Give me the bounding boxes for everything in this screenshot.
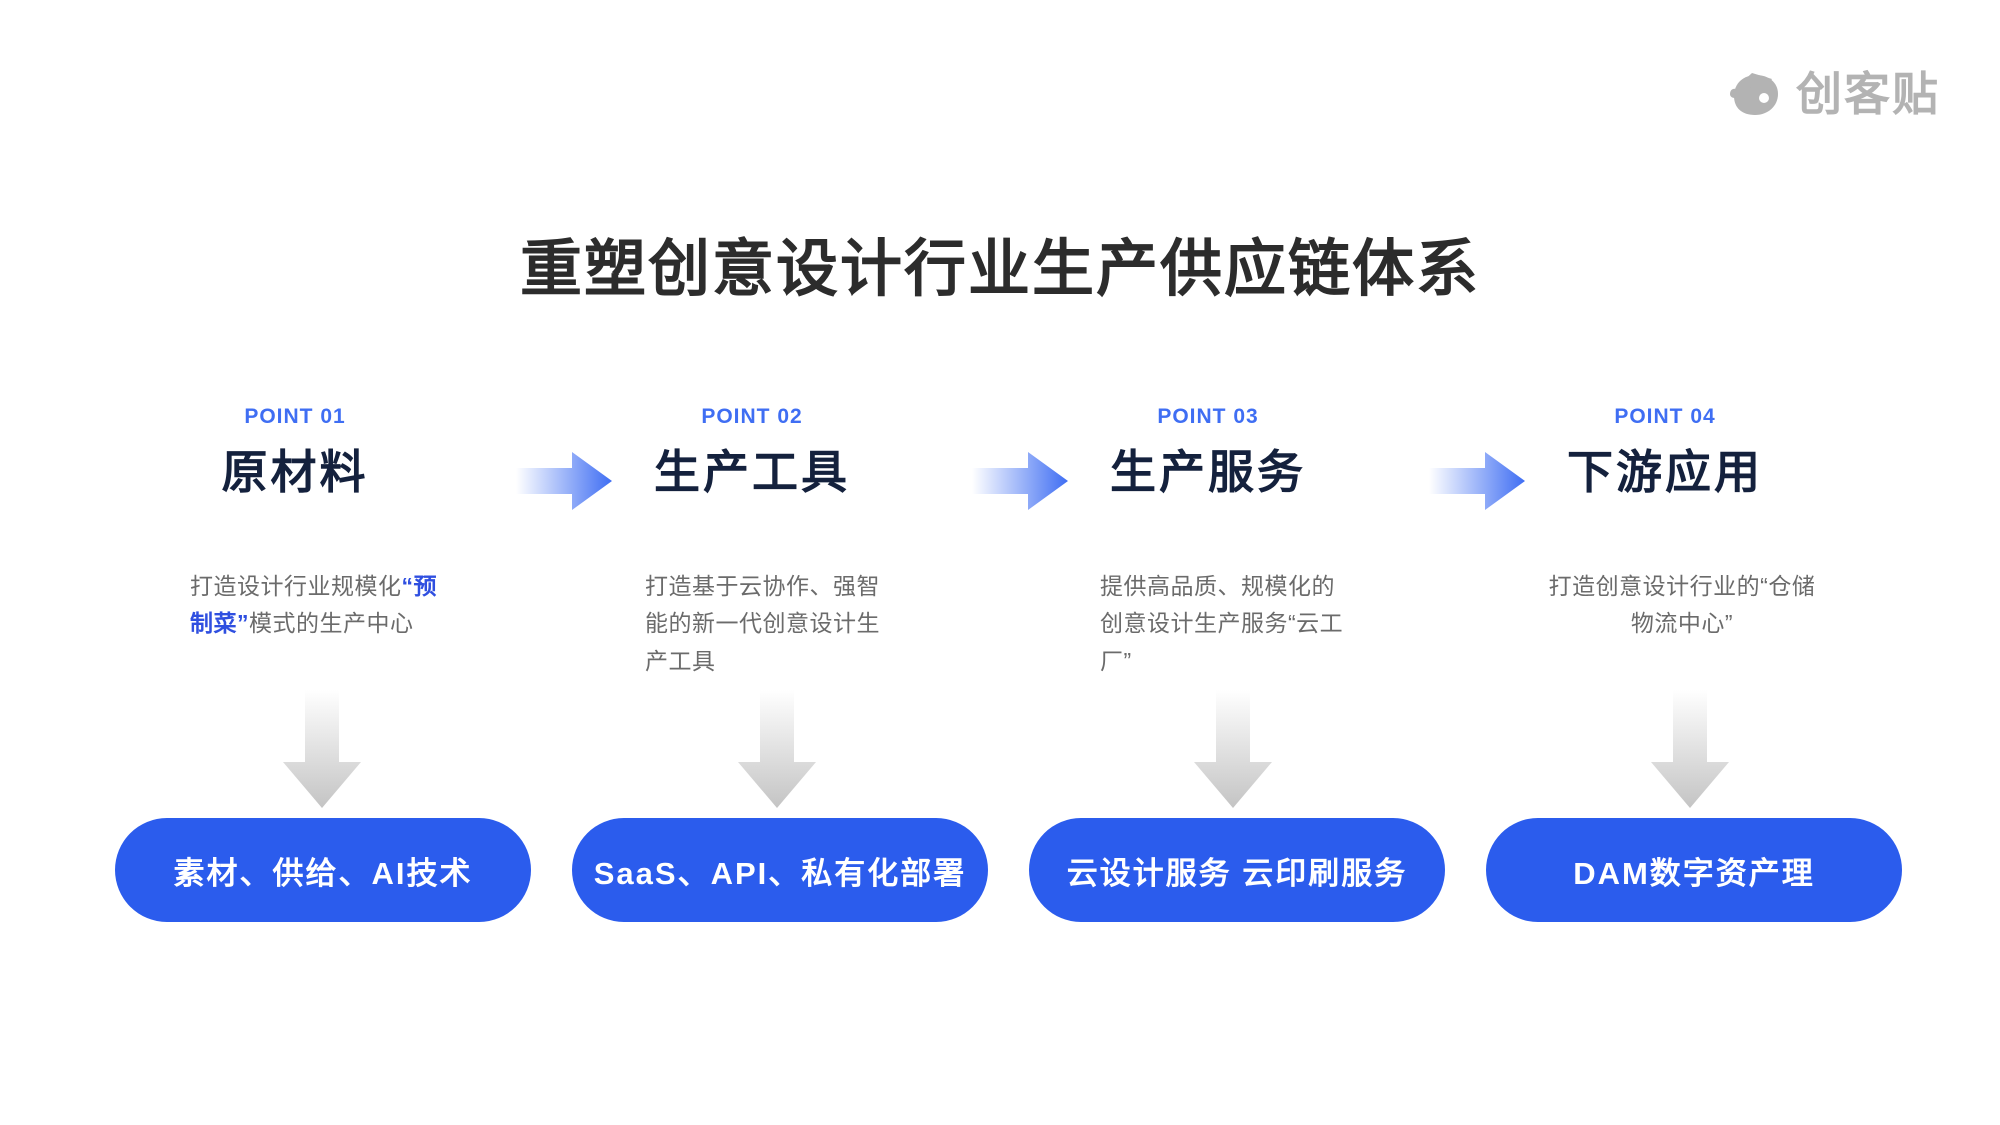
point-label-4: POINT 04 [1614, 405, 1716, 428]
column-heading-4: 下游应用 [1567, 446, 1763, 498]
desc-highlight: “预制菜” [190, 573, 437, 637]
column-description-1: 打造设计行业规模化“预制菜”模式的生产中心 [190, 568, 440, 643]
column-description-4: 打造创意设计行业的“仓储物流中心” [1548, 573, 1816, 637]
pill-button-3[interactable]: 云设计服务 云印刷服务 [1029, 818, 1445, 922]
arrow-right-icon [1429, 452, 1525, 510]
column-heading-1: 原材料 [221, 446, 369, 498]
chuangkit-logo-icon [1728, 70, 1782, 118]
desc-text-post: 模式的生产中心 [249, 610, 414, 637]
arrow-down-icon [283, 690, 361, 808]
column-header-4: POINT 04 下游应用 [1485, 406, 1845, 498]
page-title: 重塑创意设计行业生产供应链体系 [519, 235, 1480, 304]
column-header-3: POINT 03 生产服务 [1028, 406, 1388, 498]
brand-name: 创客贴 [1796, 68, 1940, 120]
point-label-3: POINT 03 [1157, 405, 1259, 428]
column-header-2: POINT 02 生产工具 [572, 406, 932, 498]
column-heading-2: 生产工具 [654, 446, 850, 498]
pill-button-4[interactable]: DAM数字资产理 [1486, 818, 1902, 922]
flow-row: POINT 01 原材料 POINT 02 生产工具 POINT 03 生产服务… [115, 406, 1905, 526]
column-description-3: 提供高品质、规模化的创意设计生产服务“云工厂” [1100, 573, 1344, 674]
desc-text-pre: 打造设计行业规模化 [190, 573, 402, 599]
arrow-right-icon [516, 452, 612, 510]
brand-logo: 创客贴 [1728, 70, 1940, 118]
column-description-2: 打造基于云协作、强智能的新一代创意设计生产工具 [645, 573, 880, 674]
arrow-down-icon [738, 690, 816, 808]
column-header-1: POINT 01 原材料 [115, 406, 475, 498]
pill-button-2[interactable]: SaaS、API、私有化部署 [572, 818, 988, 922]
point-label-2: POINT 02 [701, 405, 803, 428]
arrow-right-icon [972, 452, 1068, 510]
point-label-1: POINT 01 [244, 405, 346, 428]
column-heading-3: 生产服务 [1110, 446, 1306, 498]
arrow-down-icon [1651, 690, 1729, 808]
pill-button-1[interactable]: 素材、供给、AI技术 [115, 818, 531, 922]
arrow-down-icon [1194, 690, 1272, 808]
